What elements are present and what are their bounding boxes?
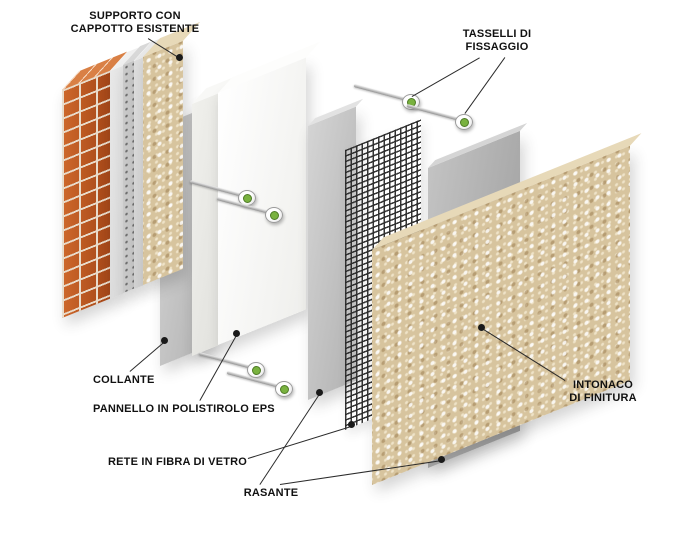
label-collante: COLLANTE — [93, 374, 155, 386]
existing-finish-panel — [143, 21, 201, 285]
leader-line-tasselli-2 — [464, 57, 506, 115]
label-intonaco: INTONACO DI FINITURA — [548, 379, 658, 405]
dowel-pin-center — [251, 365, 261, 375]
anchor-dot-rete — [348, 421, 355, 428]
anchor-dot-supporto — [176, 54, 183, 61]
label-supporto-line2: CAPPOTTO ESISTENTE — [70, 23, 200, 35]
dowel-pin-center — [279, 384, 289, 394]
label-tasselli: TASSELLI DI FISSAGGIO — [437, 28, 557, 54]
label-tasselli-line2: FISSAGGIO — [465, 41, 529, 53]
anchor-dot-collante — [161, 337, 168, 344]
existing-mesh-strip — [123, 41, 152, 293]
label-intonaco-line1: INTONACO — [572, 379, 634, 391]
anchor-dot-rasante-1 — [316, 389, 323, 396]
existing-skim-strip — [134, 38, 161, 289]
label-supporto: SUPPORTO CON CAPPOTTO ESISTENTE — [55, 10, 215, 36]
anchor-dot-pannello — [233, 330, 240, 337]
existing-plaster-strip — [110, 46, 141, 300]
eps-top-face — [218, 41, 321, 93]
leader-line-rete — [247, 425, 353, 460]
base-coat-2-top-face — [428, 122, 528, 168]
anchor-dot-rasante-2 — [438, 456, 445, 463]
eps-panel-side — [192, 77, 233, 357]
leader-line-rasante-2 — [279, 460, 443, 486]
base-coat-1-top-face — [308, 98, 364, 126]
anchor-dot-intonaco — [478, 324, 485, 331]
label-rete: RETE IN FIBRA DI VETRO — [108, 456, 248, 468]
brick-wall-panel — [62, 51, 128, 318]
label-rasante: RASANTE — [243, 487, 299, 499]
leader-line-tasselli-1 — [411, 57, 481, 98]
dowel-pin-center — [459, 117, 469, 127]
label-intonaco-line2: DI FINITURA — [569, 392, 637, 404]
dowel-pin-center — [269, 210, 279, 220]
dowel-pin-center — [242, 193, 252, 203]
label-supporto-line1: SUPPORTO CON — [89, 10, 181, 22]
label-pannello: PANNELLO IN POLISTIROLO EPS — [93, 403, 275, 415]
label-tasselli-line1: TASSELLI DI — [462, 28, 532, 40]
